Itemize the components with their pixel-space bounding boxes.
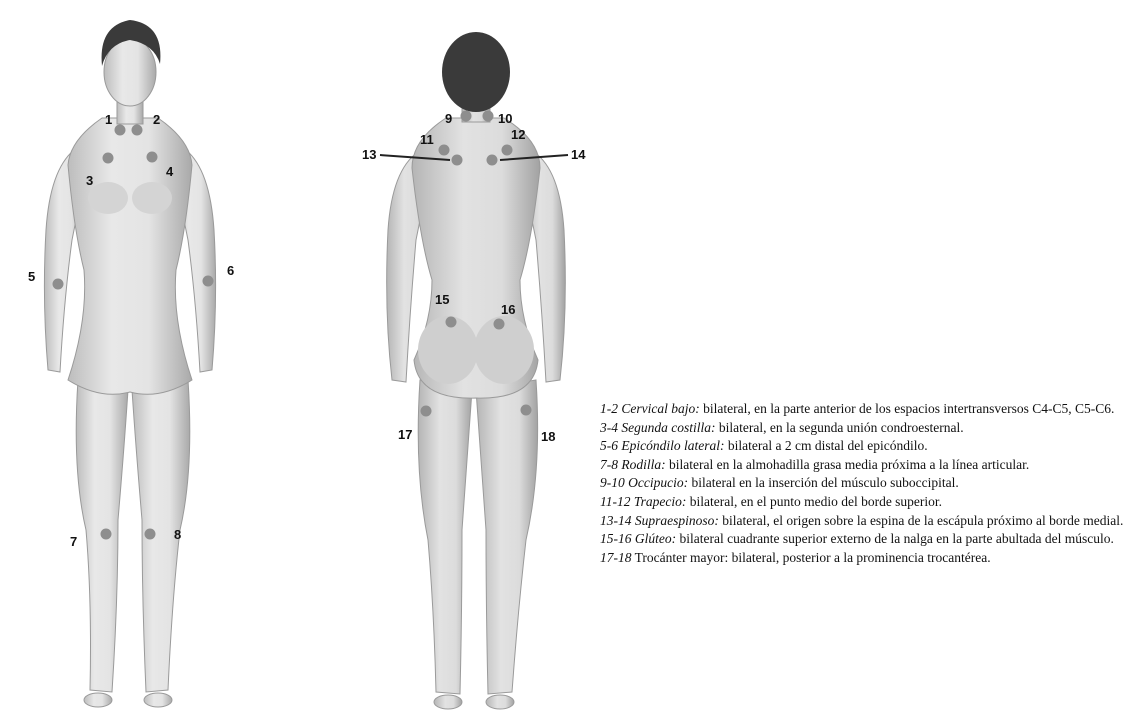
point-number-11: 11 [420,132,434,147]
legend-text: bilateral, el origen sobre la espina de … [719,513,1123,528]
point-number-8: 8 [174,527,181,542]
point-number-4: 4 [166,164,174,179]
legend-text: bilateral, en el punto medio del borde s… [686,494,942,509]
point-number-18: 18 [541,429,555,444]
legend-entry-trocanter: 17-18 Trocánter mayor: bilateral, poster… [600,549,1140,568]
legend-entry-epicondilo: 5-6 Epicóndilo lateral: bilateral a 2 cm… [600,437,1140,456]
legend-entry-rodilla: 7-8 Rodilla: bilateral en la almohadilla… [600,456,1140,475]
legend-label: 3-4 Segunda costilla: [600,420,715,435]
point-number-9: 9 [445,111,452,126]
front-body-figure [44,20,215,707]
legend-text: bilateral, en la parte anterior de los e… [700,401,1115,416]
point-number-16: 16 [501,302,515,317]
legend-entry-occipucio: 9-10 Occipucio: bilateral en la inserció… [600,474,1140,493]
legend-label: 7-8 Rodilla: [600,457,666,472]
legend-label: 9-10 Occipucio: [600,475,688,490]
legend-entry-cervical: 1-2 Cervical bajo: bilateral, en la part… [600,400,1140,419]
legend-label: 1-2 Cervical bajo: [600,401,700,416]
legend-text: bilateral cuadrante superior externo de … [676,531,1114,546]
point-number-2: 2 [153,112,160,127]
legend-label: 17-18 [600,550,632,565]
back-body-figure [387,32,566,709]
legend-text: bilateral en la almohadilla grasa media … [666,457,1030,472]
point-number-3: 3 [86,173,93,188]
legend-label: 5-6 Epicóndilo lateral: [600,438,724,453]
legend-entry-gluteo: 15-16 Glúteo: bilateral cuadrante superi… [600,530,1140,549]
legend-text: bilateral en la inserción del músculo su… [688,475,959,490]
point-number-17: 17 [398,427,412,442]
point-number-5: 5 [28,269,35,284]
point-number-12: 12 [511,127,525,142]
tender-points-figure: 1 2 3 4 5 6 7 8 9 10 11 12 13 14 15 16 1… [0,0,600,728]
legend-label: 13-14 Supraespinoso: [600,513,719,528]
point-number-15: 15 [435,292,449,307]
legend-entry-trapecio: 11-12 Trapecio: bilateral, en el punto m… [600,493,1140,512]
tender-points-legend: 1-2 Cervical bajo: bilateral, en la part… [600,400,1140,567]
point-number-14: 14 [571,147,586,162]
legend-text: Trocánter mayor: bilateral, posterior a … [632,550,991,565]
legend-entry-supraespinoso: 13-14 Supraespinoso: bilateral, el orige… [600,512,1140,531]
point-number-1: 1 [105,112,112,127]
legend-text: bilateral, en la segunda unión condroest… [715,420,963,435]
legend-label: 11-12 Trapecio: [600,494,686,509]
point-number-6: 6 [227,263,234,278]
legend-text: bilateral a 2 cm distal del epicóndilo. [724,438,927,453]
point-number-7: 7 [70,534,77,549]
point-number-13: 13 [362,147,376,162]
legend-entry-costilla: 3-4 Segunda costilla: bilateral, en la s… [600,419,1140,438]
legend-label: 15-16 Glúteo: [600,531,676,546]
point-number-10: 10 [498,111,512,126]
